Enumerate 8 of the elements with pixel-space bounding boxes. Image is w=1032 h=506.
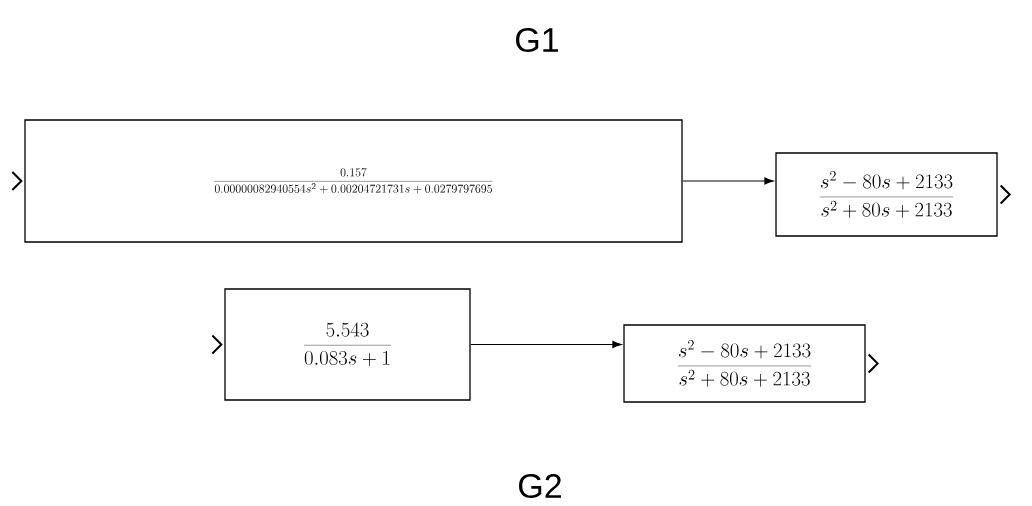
transfer-function-block: $\frac{s^2-80s+2133}{s^2+80s+2133}$ (623, 324, 866, 403)
transfer-function-block: $\frac{s^2-80s+2133}{s^2+80s+2133}$ (775, 152, 998, 237)
transfer-function-block: $\frac{5.543}{0.083s+1}$ (224, 288, 471, 401)
block-label: G1 (516, 27, 559, 53)
transfer-function-block: $\frac{0.157}{0.00000082940554s^2+0.00204721731s+0.0279797695}$ (24, 119, 683, 243)
arrow (682, 177, 774, 185)
arrow (470, 340, 622, 349)
block-label: G2 (519, 473, 561, 499)
